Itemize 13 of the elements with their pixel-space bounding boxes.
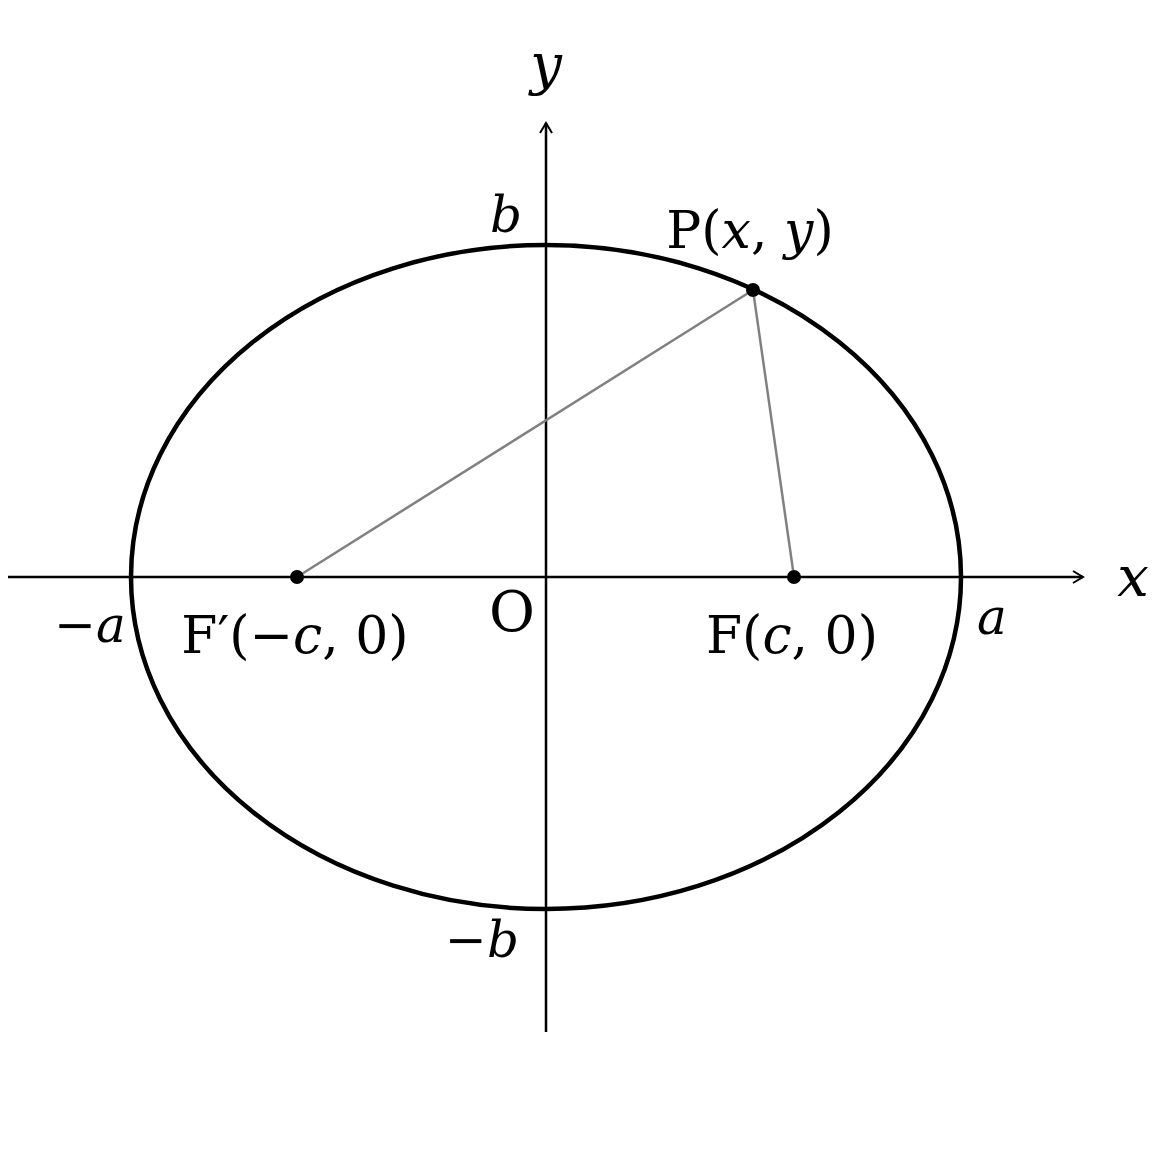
point-label: F(c, 0) (706, 609, 878, 661)
point-label: F′(−c, 0) (181, 609, 409, 661)
tick-label: −b (445, 915, 519, 965)
tick-label: −a (54, 600, 126, 650)
point-dot (746, 283, 760, 297)
tick-label: a (977, 592, 1007, 642)
line-segment (302, 292, 748, 575)
origin-label: O (489, 584, 535, 640)
tick-label: b (490, 190, 522, 240)
line-segment (752, 296, 795, 571)
axis-label: x (1117, 549, 1149, 605)
point-dot (787, 570, 801, 584)
point-dot (290, 570, 304, 584)
